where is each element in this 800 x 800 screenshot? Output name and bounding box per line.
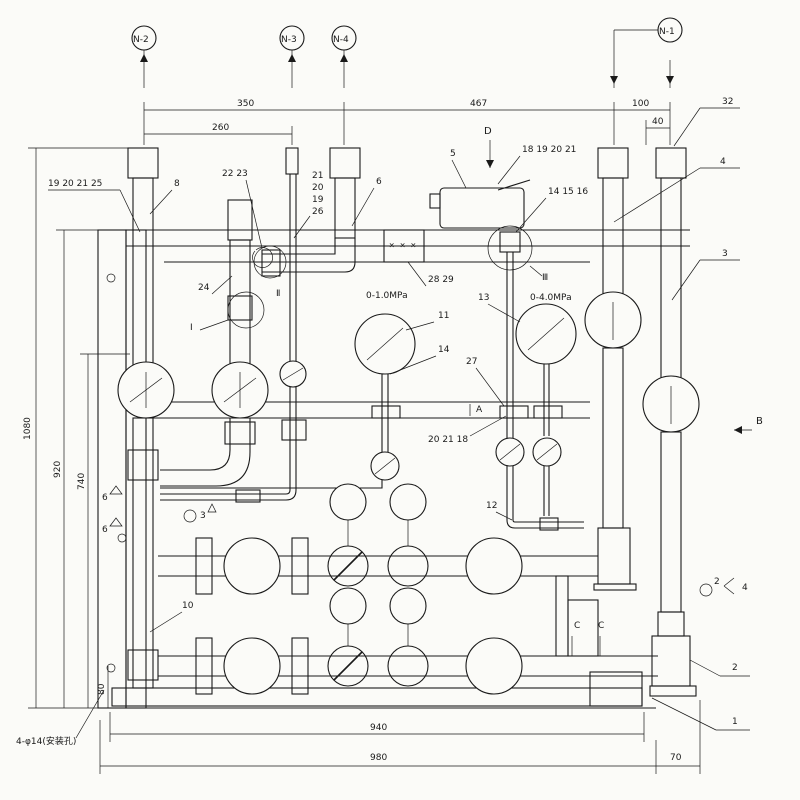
- callout-19: 19: [312, 195, 324, 205]
- dim-350: 350: [237, 99, 254, 109]
- nozzle-n2: N-2: [131, 25, 157, 88]
- instrument-tube-n3: [160, 147, 307, 503]
- detail-iii: Ⅲ: [542, 273, 548, 283]
- callout-11: 11: [438, 311, 449, 321]
- callout-2b: 2: [714, 577, 720, 587]
- callout-12: 12: [486, 501, 497, 511]
- callout-3: 3: [722, 249, 728, 259]
- dim-70: 70: [670, 753, 682, 763]
- callout-1: 1: [732, 717, 738, 727]
- callout-24: 24: [198, 283, 210, 293]
- pipe-n4: [253, 147, 361, 279]
- dim-980: 980: [370, 753, 387, 763]
- nozzle-n3: N-3: [279, 25, 305, 88]
- callout-8: 8: [174, 179, 180, 189]
- callout-3b: 3: [200, 511, 206, 521]
- dim-80: 80: [97, 683, 107, 695]
- callout-32: 32: [722, 97, 733, 107]
- callout-2223: 22 23: [222, 169, 248, 179]
- callout-19202125: 19 20 21 25: [48, 179, 102, 189]
- dim-1080: 1080: [23, 417, 33, 440]
- right-riser-3: [642, 147, 700, 697]
- dim-40: 40: [652, 117, 664, 127]
- callout-141516: 14 15 16: [548, 187, 588, 197]
- pipe-c: [555, 575, 599, 657]
- detail-markers: Ⅰ Ⅱ Ⅲ: [190, 265, 548, 333]
- callout-5: 5: [450, 149, 456, 159]
- mounting-holes-note: 4-φ14(安装孔): [16, 735, 76, 747]
- callouts: 32 4 3 19 20 21 25 8 22 23 21 20 19 26 6…: [48, 97, 750, 731]
- gauge-low: [160, 313, 416, 489]
- callout-21: 21: [312, 171, 323, 181]
- inner-riser-pipe: [160, 199, 273, 487]
- view-markers: D B A C C: [469, 126, 763, 656]
- detail-ii: Ⅱ: [276, 289, 280, 299]
- callout-6b: 6: [102, 525, 108, 535]
- callout-4b: 4: [742, 583, 748, 593]
- callout-2829: 28 29: [428, 275, 454, 285]
- gauge-low-range: 0-1.0MPa: [366, 291, 408, 301]
- callout-6a: 6: [102, 493, 108, 503]
- box-marks: × × ×: [389, 241, 416, 251]
- callout-18192021: 18 19 20 21: [522, 145, 576, 155]
- right-riser-4: [584, 147, 642, 591]
- nozzle-n3-label: N-3: [281, 35, 297, 45]
- main-header-lower: [158, 637, 658, 695]
- main-header-upper: [158, 537, 598, 595]
- nozzle-n4-label: N-4: [333, 35, 349, 45]
- callout-6: 6: [376, 177, 382, 187]
- right-instrument-tube: [487, 225, 584, 531]
- nozzle-n1-label: N-1: [659, 27, 675, 37]
- view-a: A: [476, 405, 483, 415]
- view-b: B: [756, 416, 763, 427]
- nozzle-n4: N-4: [331, 25, 357, 88]
- callout-20: 20: [312, 183, 324, 193]
- bottom-dimensions: 940 980 70: [99, 700, 701, 774]
- callout-27: 27: [466, 357, 477, 367]
- dim-100: 100: [632, 99, 649, 109]
- dim-467: 467: [470, 99, 487, 109]
- instrument-box: × × ×: [383, 179, 531, 263]
- gauge-high-range: 0-4.0MPa: [530, 293, 572, 303]
- dim-940: 940: [370, 723, 387, 733]
- callout-14: 14: [438, 345, 450, 355]
- dim-920: 920: [53, 461, 63, 478]
- left-riser-pipe: [117, 147, 175, 689]
- callout-2: 2: [732, 663, 738, 673]
- support-frame: [97, 229, 690, 709]
- nozzle-n2-label: N-2: [133, 35, 149, 45]
- callout-13: 13: [478, 293, 489, 303]
- left-dimensions: 1080 920 740 80: [23, 147, 130, 709]
- callout-202118: 20 21 18: [428, 435, 468, 445]
- nozzle-n1: N-1: [610, 17, 683, 88]
- callout-4: 4: [720, 157, 726, 167]
- dim-260: 260: [212, 123, 229, 133]
- view-c1: C: [574, 621, 580, 631]
- callout-26: 26: [312, 207, 324, 217]
- top-dimensions: 350 467 100 260 40: [143, 99, 671, 145]
- view-c2: C: [598, 621, 604, 631]
- dim-740: 740: [77, 473, 87, 490]
- view-d: D: [484, 126, 492, 137]
- callout-10: 10: [182, 601, 194, 611]
- detail-i: Ⅰ: [190, 323, 193, 333]
